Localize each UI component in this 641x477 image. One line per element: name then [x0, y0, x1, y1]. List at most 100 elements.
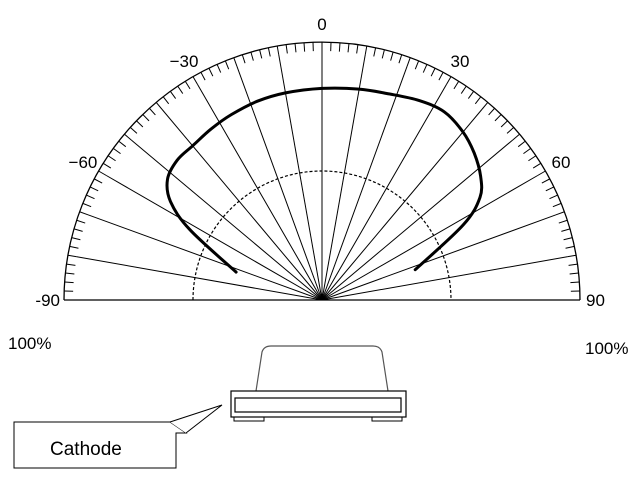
rim-tick: [406, 57, 411, 67]
rim-tick: [545, 186, 555, 192]
rim-tick: [561, 228, 571, 232]
rim-tick: [79, 211, 89, 216]
rim-tick: [67, 254, 77, 258]
lead-left: [233, 416, 265, 422]
spoke-line: [130, 139, 323, 301]
rim-tick: [71, 237, 81, 241]
rim-tick: [285, 44, 288, 54]
rim-tick: [76, 219, 86, 224]
spoke-line: [76, 256, 323, 301]
rim-tick: [494, 114, 502, 122]
rim-tick: [438, 71, 444, 81]
angle-tick-label: 90: [586, 291, 605, 310]
rim-tick: [422, 64, 428, 73]
spoke-line: [321, 139, 514, 301]
angle-tick-label: 30: [451, 52, 470, 71]
rim-tick: [112, 147, 121, 155]
rim-tick: [373, 47, 377, 57]
spoke-line: [321, 84, 447, 301]
rim-tick: [208, 67, 214, 77]
rim-tick: [460, 85, 467, 94]
angle-tick-label: 0: [317, 15, 326, 34]
rim-tick: [259, 49, 263, 59]
rim-tick: [570, 281, 580, 284]
rim-tick: [66, 263, 76, 266]
rim-tick: [453, 80, 460, 90]
rim-tick: [241, 54, 246, 64]
rim-tick: [558, 219, 568, 224]
spoke-line: [87, 214, 323, 301]
rim-tick: [89, 186, 99, 192]
rim-tick: [364, 45, 368, 55]
rim-tick: [414, 60, 420, 70]
rim-tick: [216, 64, 222, 73]
polar-grid: [63, 41, 581, 301]
callout-label: Cathode: [50, 439, 122, 460]
rim-tick: [303, 42, 306, 52]
rim-tick: [549, 194, 558, 200]
rim-tick: [73, 228, 83, 232]
spoke-line: [197, 84, 323, 301]
rim-tick: [64, 281, 74, 284]
angle-label-layer: -90 −60 −30 0 30 60 90: [35, 15, 605, 310]
spoke-line: [321, 65, 408, 301]
rim-tick: [177, 85, 184, 94]
package-base-inner: [234, 397, 402, 413]
rim-tick: [224, 60, 230, 70]
rim-tick: [294, 43, 297, 53]
rim-tick: [555, 211, 565, 216]
spoke-line: [321, 108, 483, 301]
angle-tick-label: −60: [69, 153, 98, 172]
rim-tick: [500, 120, 508, 128]
rim-tick: [568, 263, 578, 266]
rim-tick: [86, 194, 95, 200]
half-radius-arc: [192, 170, 452, 301]
spoke-line: [161, 108, 323, 301]
radiation-curve: [165, 86, 484, 274]
spoke-line: [321, 214, 557, 301]
rim-tick: [347, 43, 350, 53]
rim-tick: [541, 178, 551, 184]
cathode-callout: Cathode: [13, 404, 223, 469]
rim-tick: [162, 96, 170, 105]
rim-tick: [512, 133, 520, 141]
rim-tick: [102, 162, 112, 169]
rim-tick: [136, 120, 144, 128]
rim-tick: [528, 155, 537, 162]
angle-tick-label: −30: [170, 52, 199, 71]
rim-tick: [129, 126, 138, 134]
angle-tick-label: -90: [35, 291, 60, 310]
rim-tick: [184, 80, 191, 90]
rim-tick: [381, 49, 385, 59]
rim-tick: [398, 54, 403, 64]
spoke-line: [321, 175, 538, 301]
spoke-line: [278, 54, 323, 301]
rim-tick: [517, 140, 526, 148]
lead-right: [371, 416, 403, 422]
rim-tick: [65, 272, 75, 275]
rim-tick: [250, 51, 254, 61]
rim-tick: [107, 155, 116, 162]
rim-tick: [276, 45, 280, 55]
spoke-line: [321, 54, 366, 301]
rim-tick: [124, 133, 132, 141]
rim-tick: [552, 202, 562, 208]
rim-tick: [563, 237, 573, 241]
angle-tick-label: 60: [552, 153, 571, 172]
led-package-diagram: [230, 345, 407, 422]
rim-tick: [98, 170, 107, 176]
rim-tick: [148, 107, 156, 116]
rim-tick: [430, 67, 436, 77]
rim-tick: [267, 47, 271, 57]
rim-tick: [169, 90, 177, 99]
rim-tick: [506, 126, 515, 134]
rim-tick: [532, 162, 542, 169]
radial-label-left: 100%: [8, 334, 51, 353]
package-base: [230, 390, 407, 418]
rim-tick: [356, 44, 359, 54]
package-dome: [255, 345, 389, 392]
rim-tick: [338, 42, 341, 52]
rim-tick: [467, 90, 475, 99]
rim-tick: [118, 140, 127, 148]
